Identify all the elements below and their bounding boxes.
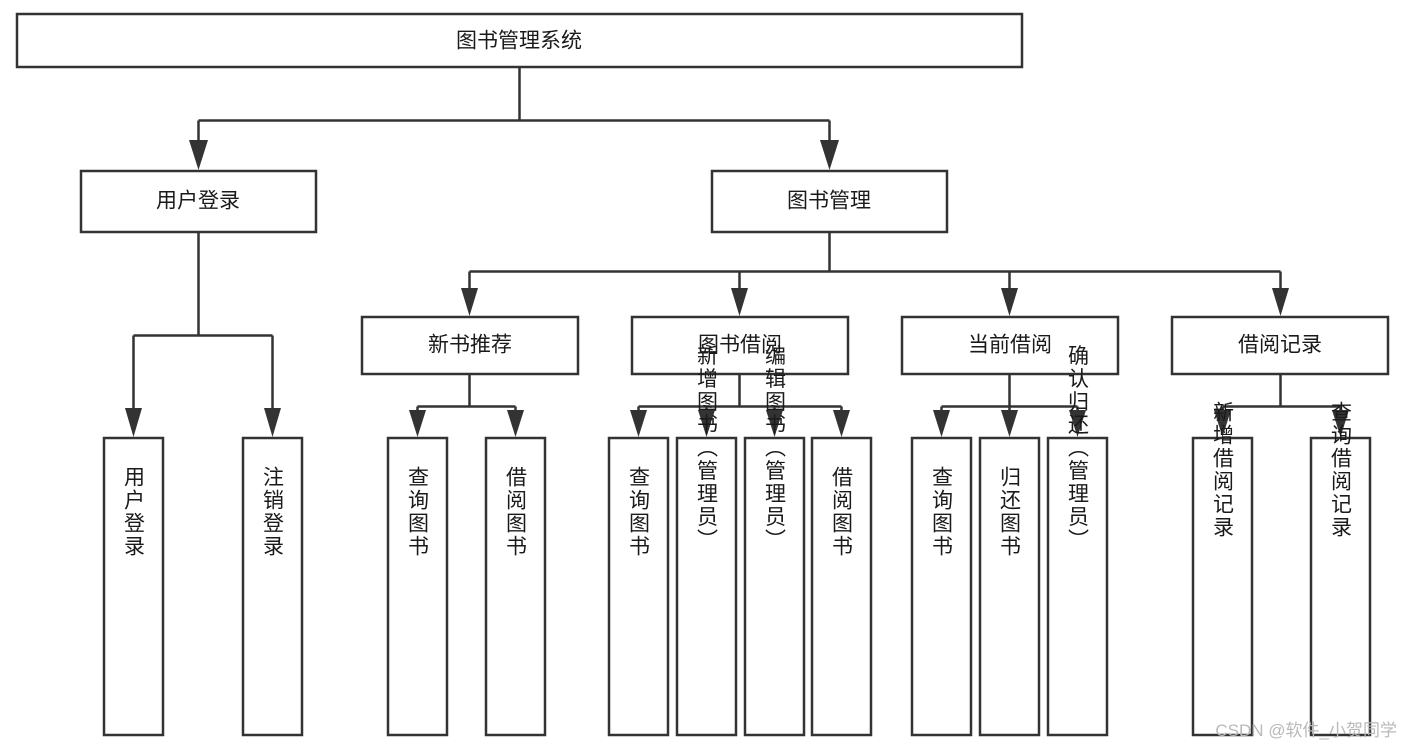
leaf-query-record-box[interactable] — [1309, 436, 1372, 737]
leaf-node[interactable]: 编辑图书（管理员） — [743, 345, 806, 737]
arrow-head-leaf-borrow-book-1 — [507, 410, 524, 437]
leaf-query-book-1-box[interactable] — [386, 436, 449, 737]
csdn-watermark: CSDN @软件_小贺同学 — [1215, 721, 1397, 740]
leaf-node[interactable]: 用户登录 — [102, 436, 165, 737]
leaf-node[interactable]: 新增图书（管理员） — [675, 345, 738, 737]
leaf-query-book-1-label: 查询图书 — [406, 466, 430, 558]
leaf-confirm-return-box[interactable] — [1046, 436, 1109, 737]
arrow-head-leaf-query-book-2 — [630, 410, 647, 437]
node-book-management-label: 图书管理 — [787, 190, 871, 213]
node-book-management[interactable]: 图书管理 — [710, 169, 949, 234]
leaf-add-book-label: 新增图书（管理员） — [695, 345, 719, 552]
leaf-borrow-book-1-label: 借阅图书 — [504, 466, 528, 558]
leaf-add-record-box[interactable] — [1191, 436, 1254, 737]
node-borrow-record-label: 借阅记录 — [1238, 334, 1322, 357]
leaf-return-book-box[interactable] — [978, 436, 1041, 737]
leaf-edit-book-box[interactable] — [743, 436, 806, 737]
leaf-node[interactable]: 新增借阅记录 — [1191, 401, 1254, 737]
arrow-head-book-borrow — [731, 288, 748, 316]
leaf-logout-box[interactable] — [241, 436, 304, 737]
node-user-login[interactable]: 用户登录 — [79, 169, 318, 234]
leaf-borrow-book-2-label: 借阅图书 — [830, 466, 854, 558]
leaf-node[interactable]: 归还图书 — [978, 436, 1041, 737]
node-current-borrow-box[interactable] — [900, 315, 1120, 376]
node-borrow-record[interactable]: 借阅记录 — [1170, 315, 1390, 376]
leaf-return-book-label: 归还图书 — [998, 466, 1022, 558]
arrow-head-leaf-confirm-return — [1069, 410, 1086, 437]
leaf-node[interactable]: 注销登录 — [241, 436, 304, 737]
arrow-head-user-login — [189, 140, 208, 170]
leaf-borrow-book-1-box[interactable] — [484, 436, 547, 737]
arrow-head-leaf-query-book-1 — [409, 410, 426, 437]
node-root-box[interactable] — [15, 12, 1024, 69]
leaf-node[interactable]: 查询图书 — [910, 436, 973, 737]
node-new-book-recommend-label: 新书推荐 — [428, 334, 512, 357]
arrow-head-leaf-user-login — [125, 408, 142, 437]
node-book-management-box[interactable] — [710, 169, 949, 234]
node-root[interactable]: 图书管理系统 — [15, 12, 1024, 69]
leaf-node[interactable]: 借阅图书 — [810, 436, 873, 737]
leaf-query-book-2-label: 查询图书 — [627, 466, 651, 558]
leaf-user-login-label: 用户登录 — [122, 466, 146, 558]
leaf-query-record-label: 查询借阅记录 — [1329, 401, 1353, 539]
leaf-query-book-2-box[interactable] — [607, 436, 670, 737]
leaf-add-book-box[interactable] — [675, 436, 738, 737]
node-user-login-box[interactable] — [79, 169, 318, 234]
node-user-login-label: 用户登录 — [156, 190, 240, 213]
node-borrow-record-box[interactable] — [1170, 315, 1390, 376]
leaf-confirm-return-label: 确认归还（管理员） — [1066, 345, 1090, 552]
arrow-head-leaf-add-record — [1214, 410, 1231, 437]
arrow-head-new-book-recommend — [461, 288, 478, 316]
node-book-borrow[interactable]: 图书借阅 — [630, 315, 850, 376]
leaf-query-book-3-box[interactable] — [910, 436, 973, 737]
leaf-node[interactable]: 借阅图书 — [484, 436, 547, 737]
leaf-node[interactable]: 查询图书 — [386, 436, 449, 737]
arrow-head-leaf-query-record — [1332, 410, 1349, 437]
leaf-edit-book-label: 编辑图书（管理员） — [763, 345, 787, 552]
node-current-borrow[interactable]: 当前借阅 — [900, 315, 1120, 376]
leaf-query-book-3-label: 查询图书 — [930, 466, 954, 558]
node-new-book-recommend-box[interactable] — [360, 315, 580, 376]
node-new-book-recommend[interactable]: 新书推荐 — [360, 315, 580, 376]
leaf-add-record-label: 新增借阅记录 — [1211, 401, 1235, 539]
leaf-node[interactable]: 查询借阅记录 — [1309, 401, 1372, 737]
leaf-user-login-box[interactable] — [102, 436, 165, 737]
leaf-borrow-book-2-box[interactable] — [810, 436, 873, 737]
arrow-head-leaf-query-book-3 — [933, 410, 950, 437]
node-book-borrow-box[interactable] — [630, 315, 850, 376]
node-book-borrow-label: 图书借阅 — [698, 334, 782, 357]
arrow-head-book-management — [820, 140, 839, 170]
arrow-head-leaf-logout — [264, 408, 281, 437]
arrow-head-leaf-return-book — [1001, 410, 1018, 437]
arrow-head-current-borrow — [1001, 288, 1018, 316]
leaf-node[interactable]: 确认归还（管理员） — [1046, 345, 1109, 737]
connector-layer — [125, 68, 1349, 437]
leaf-node[interactable]: 查询图书 — [607, 436, 670, 737]
leaf-logout-label: 注销登录 — [261, 466, 285, 558]
node-root-label: 图书管理系统 — [456, 30, 582, 53]
node-current-borrow-label: 当前借阅 — [968, 334, 1052, 357]
arrow-head-leaf-edit-book — [766, 410, 783, 437]
arrow-head-leaf-add-book — [698, 410, 715, 437]
arrow-head-borrow-record — [1272, 288, 1289, 316]
arrow-head-leaf-borrow-book-2 — [833, 410, 850, 437]
